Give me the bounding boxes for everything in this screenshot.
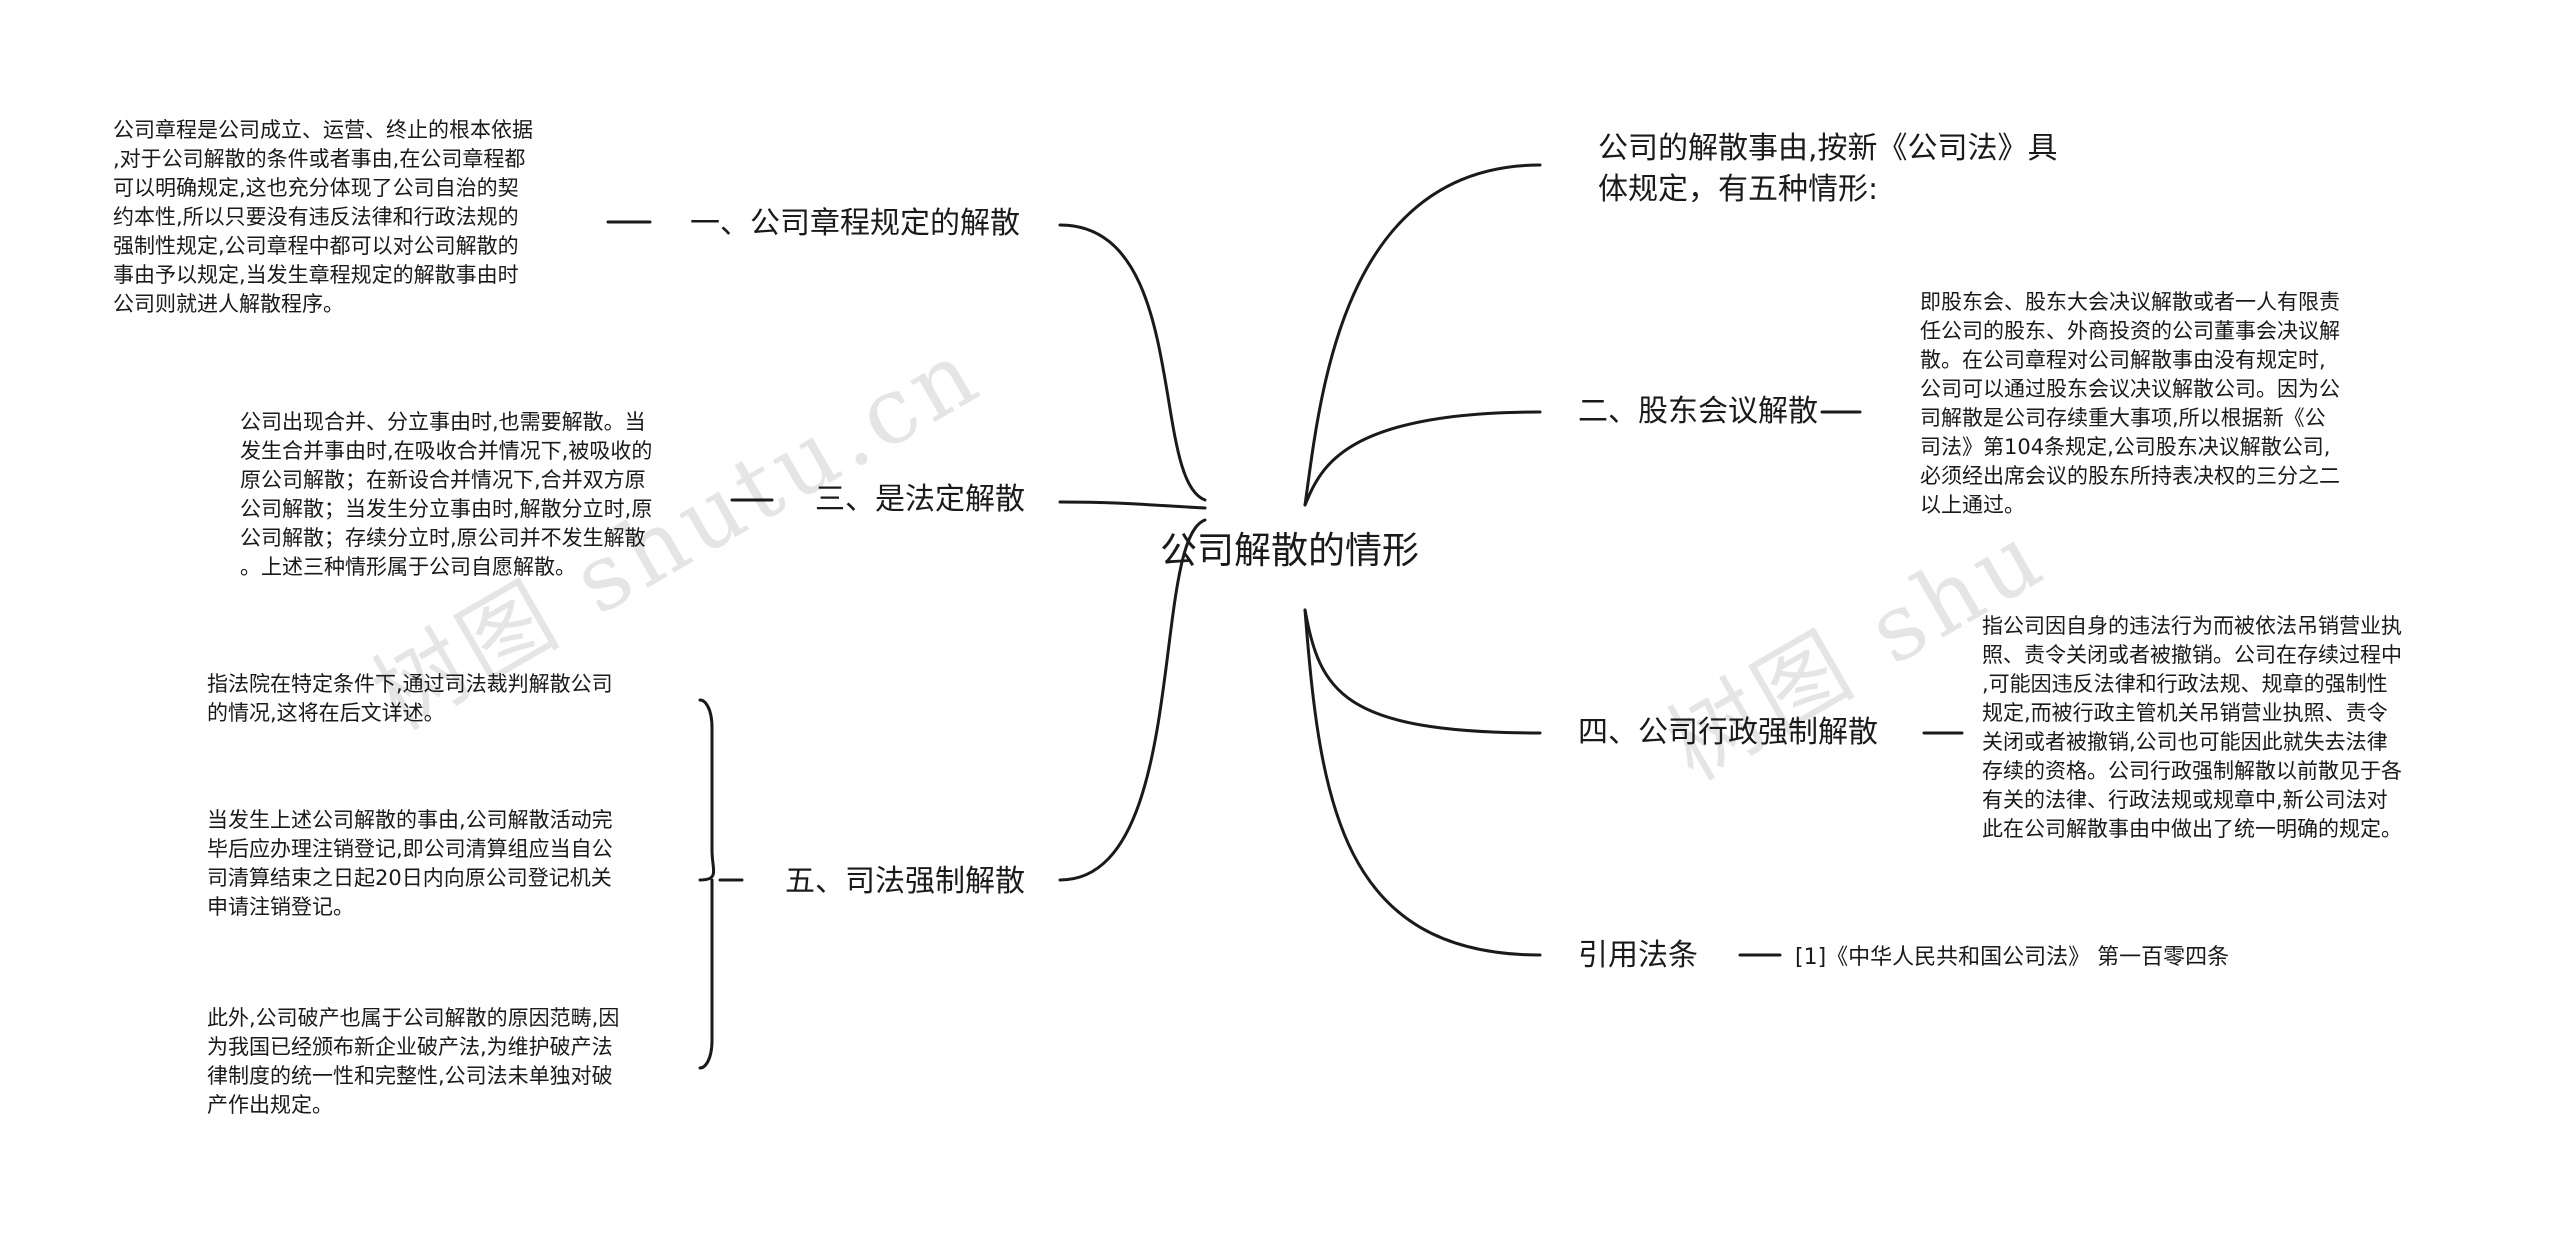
connector-root-to-branch-1 bbox=[1058, 223, 1207, 502]
connector-root-to-branch-5 bbox=[1058, 518, 1207, 882]
branch-detail-judicial-dissolution-1: 指法院在特定条件下,通过司法裁判解散公司 的情况,这将在后文详述。 bbox=[207, 672, 613, 725]
root-topic: 公司解散的情形 bbox=[1160, 529, 1419, 572]
branch-detail-statutory-dissolution: 公司出现合并、分立事由时,也需要解散。当 发生合并事由时,在吸收合并情况下,被吸… bbox=[240, 410, 653, 579]
branch-detail-company-charter-dissolution: 公司章程是公司成立、运营、终止的根本依据 ,对于公司解散的条件或者事由,在公司章… bbox=[113, 118, 533, 316]
branch-detail-judicial-dissolution-2: 当发生上述公司解散的事由,公司解散活动完 毕后应办理注销登记,即公司清算组应当自… bbox=[207, 808, 613, 919]
connector-root-to-citation bbox=[1303, 608, 1542, 957]
branch-label-shareholders-meeting-dissolution: 二、股东会议解散 bbox=[1578, 394, 1818, 429]
branch-label-administrative-dissolution: 四、公司行政强制解散 bbox=[1578, 715, 1878, 750]
connector-branch-5-bracket bbox=[698, 698, 715, 1070]
branch-label-cited-law: 引用法条 bbox=[1578, 938, 1698, 973]
branch-label-statutory-dissolution: 三、是法定解散 bbox=[815, 482, 1025, 517]
branch-label-company-charter-dissolution: 一、公司章程规定的解散 bbox=[690, 206, 1020, 241]
branch-label-five-situations-intro: 公司的解散事由,按新《公司法》具 体规定，有五种情形: bbox=[1598, 131, 2058, 207]
citation-item: [1]《中华人民共和国公司法》 第一百零四条 bbox=[1795, 945, 2230, 970]
branch-label-judicial-dissolution: 五、司法强制解散 bbox=[785, 864, 1025, 899]
connector-root-to-intro bbox=[1303, 163, 1542, 507]
branch-detail-judicial-dissolution-3: 此外,公司破产也属于公司解散的原因范畴,因 为我国已经颁布新企业破产法,为维护破… bbox=[207, 1006, 620, 1117]
connector-root-to-branch-4 bbox=[1303, 608, 1542, 735]
connector-root-to-branch-2 bbox=[1303, 410, 1542, 507]
connector-root-to-branch-3 bbox=[1058, 500, 1207, 510]
branch-detail-administrative-dissolution: 指公司因自身的违法行为而被依法吊销营业执 照、责令关闭或者被撤销。公司在存续过程… bbox=[1982, 614, 2402, 841]
branch-detail-shareholders-meeting-dissolution: 即股东会、股东大会决议解散或者一人有限责 任公司的股东、外商投资的公司董事会决议… bbox=[1920, 290, 2340, 517]
